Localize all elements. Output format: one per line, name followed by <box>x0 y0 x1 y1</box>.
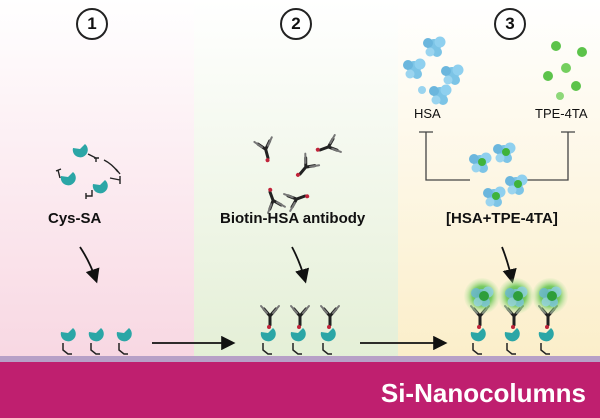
step-label-hsa-tpe-4ta: [HSA+TPE-4TA] <box>446 210 558 227</box>
substrate-block <box>0 362 600 418</box>
step-label-cys-sa: Cys-SA <box>48 210 102 227</box>
substrate-label: Si-Nanocolumns <box>380 378 586 408</box>
substrate-top-layer <box>0 356 600 363</box>
hsa-tpe-complexes <box>469 142 528 207</box>
step-number-3: 3 <box>494 8 526 40</box>
hsa-label: HSA <box>414 106 441 121</box>
mixing-bracket <box>419 131 575 181</box>
hsa-molecules <box>403 36 464 105</box>
step-label-biotin-hsa-antibody: Biotin-HSA antibody <box>220 210 366 227</box>
arrow-step-2-down <box>291 246 310 284</box>
panel-step-1 <box>0 0 194 362</box>
step-number-1: 1 <box>76 8 108 40</box>
panel-step-2 <box>194 0 398 362</box>
tpe-4ta-label: TPE-4TA <box>535 106 588 121</box>
surface-complexes-step-3 <box>464 278 568 355</box>
free-cys-sa-molecules <box>55 144 121 199</box>
arrow-step-3-down <box>501 246 517 284</box>
tpe-4ta-molecules <box>543 41 587 100</box>
step-number-2: 2 <box>280 8 312 40</box>
arrow-step-1-down <box>79 246 100 284</box>
